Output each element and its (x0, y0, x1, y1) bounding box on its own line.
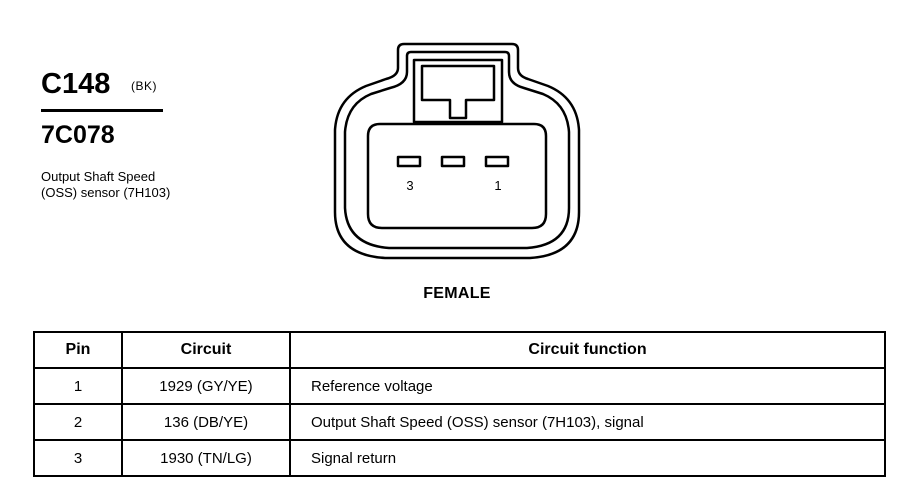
pin-label-3: 3 (406, 178, 413, 193)
pin-label-1: 1 (494, 178, 501, 193)
cell-pin: 3 (33, 439, 123, 477)
connector-id: C148 (41, 68, 111, 100)
cell-circuit: 1930 (TN/LG) (121, 439, 291, 477)
table-row: 2 136 (DB/YE) Output Shaft Speed (OSS) s… (33, 403, 886, 441)
cell-pin: 2 (33, 403, 123, 441)
table-row: 1 1929 (GY/YE) Reference voltage (33, 367, 886, 405)
locking-tab-notch (420, 64, 496, 120)
header-pin: Pin (33, 331, 123, 369)
pin-cavity-1 (484, 155, 510, 168)
locking-tab (412, 58, 504, 124)
cell-circuit: 1929 (GY/YE) (121, 367, 291, 405)
cell-circuit-function: Reference voltage (289, 367, 886, 405)
header-circuit-function: Circuit function (289, 331, 886, 369)
part-number: 7C078 (41, 121, 115, 149)
cell-pin: 1 (33, 367, 123, 405)
connector-face-diagram: 3 1 (333, 42, 581, 260)
connector-housing-inner (343, 50, 571, 250)
connector-id-underline (41, 109, 163, 112)
table-header-row: Pin Circuit Circuit function (33, 331, 886, 369)
component-description: Output Shaft Speed (OSS) sensor (7H103) (41, 169, 171, 200)
pin-cavity-2 (440, 155, 466, 168)
gender-label: FEMALE (423, 285, 491, 302)
cell-circuit-function: Output Shaft Speed (OSS) sensor (7H103),… (289, 403, 886, 441)
pin-cavity-3 (396, 155, 422, 168)
connector-housing-outer (333, 42, 581, 260)
cell-circuit: 136 (DB/YE) (121, 403, 291, 441)
header-circuit: Circuit (121, 331, 291, 369)
pin-face (366, 122, 548, 230)
pinout-table: Pin Circuit Circuit function 1 1929 (GY/… (33, 331, 886, 477)
table-row: 3 1930 (TN/LG) Signal return (33, 439, 886, 477)
cell-circuit-function: Signal return (289, 439, 886, 477)
connector-color-code: (BK) (131, 79, 157, 93)
